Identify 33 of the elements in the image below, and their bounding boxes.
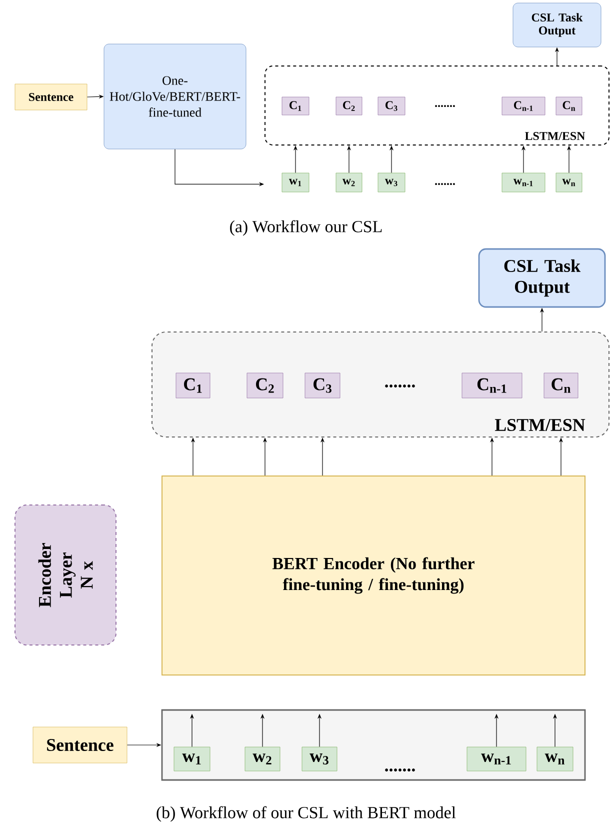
cell-box: C$_{n-1}$ bbox=[502, 96, 546, 116]
encoder-box: BERT Encoder (No further fine-tuning / fine-tuning) bbox=[162, 476, 586, 676]
output-box: CSL Task Output bbox=[478, 248, 606, 308]
cell-box: C$_{n-1}$ bbox=[462, 372, 522, 398]
cell-box: C$_{2}$ bbox=[336, 96, 362, 116]
cell-box: C$_{3}$ bbox=[304, 372, 340, 398]
token-box: w$_{2}$ bbox=[336, 172, 362, 192]
output-box: CSL Task Output bbox=[512, 2, 602, 48]
ellipsis: ....... bbox=[385, 768, 415, 772]
token-box: w$_{1}$ bbox=[174, 746, 210, 772]
cell-box: C$_{n}$ bbox=[556, 96, 582, 116]
token-box: w$_{3}$ bbox=[378, 172, 406, 192]
token-box: w$_{n}$ bbox=[556, 172, 582, 192]
cell-box: C$_{1}$ bbox=[282, 96, 310, 116]
dashed-box: Encoder Layer N x bbox=[14, 504, 116, 646]
token-box: w$_{n}$ bbox=[536, 746, 574, 772]
input-box: Sentence bbox=[14, 84, 88, 110]
token-box: w$_{n-1}$ bbox=[466, 746, 526, 772]
embedding-box: One-Hot/GloVe/BERT/BERT-fine-tuned bbox=[104, 44, 246, 150]
input-box: Sentence bbox=[32, 726, 128, 764]
cell-box: C$_{2}$ bbox=[246, 372, 284, 398]
ellipsis: ....... bbox=[385, 384, 415, 388]
caption: (a) Workflow our CSL bbox=[230, 220, 382, 236]
cell-box: C$_{n}$ bbox=[544, 372, 578, 398]
token-box: w$_{2}$ bbox=[244, 746, 280, 772]
token-box: w$_{1}$ bbox=[282, 172, 310, 192]
cell-box: C$_{1}$ bbox=[176, 372, 210, 398]
ellipsis: ....... bbox=[435, 183, 455, 185]
token-box: w$_{3}$ bbox=[302, 746, 338, 772]
cell-box: C$_{3}$ bbox=[378, 96, 406, 116]
token-box: w$_{n-1}$ bbox=[502, 172, 546, 192]
ellipsis: ....... bbox=[435, 105, 455, 107]
caption: (b) Workflow of our CSL with BERT model bbox=[156, 806, 456, 822]
